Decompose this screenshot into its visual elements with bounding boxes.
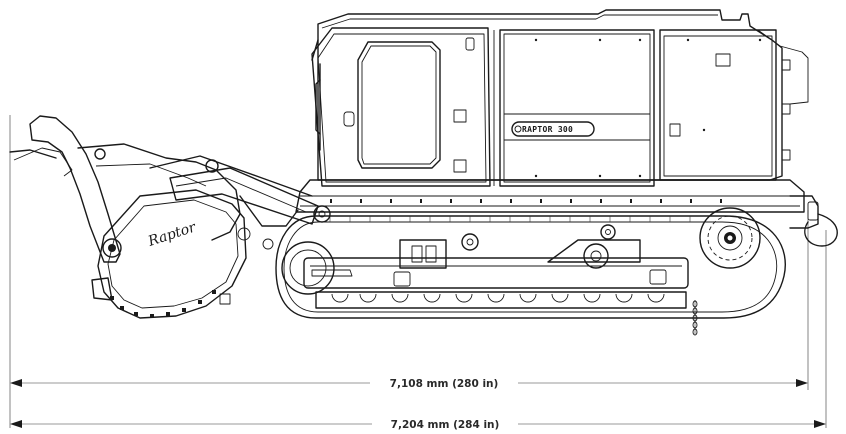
track-roller-icon (583, 243, 609, 269)
head-logo: Raptor (145, 219, 199, 250)
cab: RAPTOR 300 (311, 9, 809, 187)
upper-body (295, 179, 819, 229)
dimension-label-2: 7,204 mm (284 in) (391, 419, 500, 431)
dimension-label-1: 7,108 mm (280 in) (390, 378, 499, 390)
dimension-overall-length: 7,108 mm (280 in) (10, 378, 808, 390)
dimension-total-length: 7,204 mm (284 in) (10, 419, 826, 431)
boom-arm (149, 155, 331, 250)
mulcher-head: Raptor (9, 115, 247, 319)
track-assembly (275, 207, 786, 319)
model-badge-text: RAPTOR 300 (522, 125, 573, 134)
bottom-rollers (315, 291, 687, 309)
sprocket-icon (699, 207, 761, 269)
chain-icon (692, 300, 698, 336)
model-badge: RAPTOR 300 (511, 121, 595, 137)
hydraulic-hose-icon (804, 213, 838, 247)
